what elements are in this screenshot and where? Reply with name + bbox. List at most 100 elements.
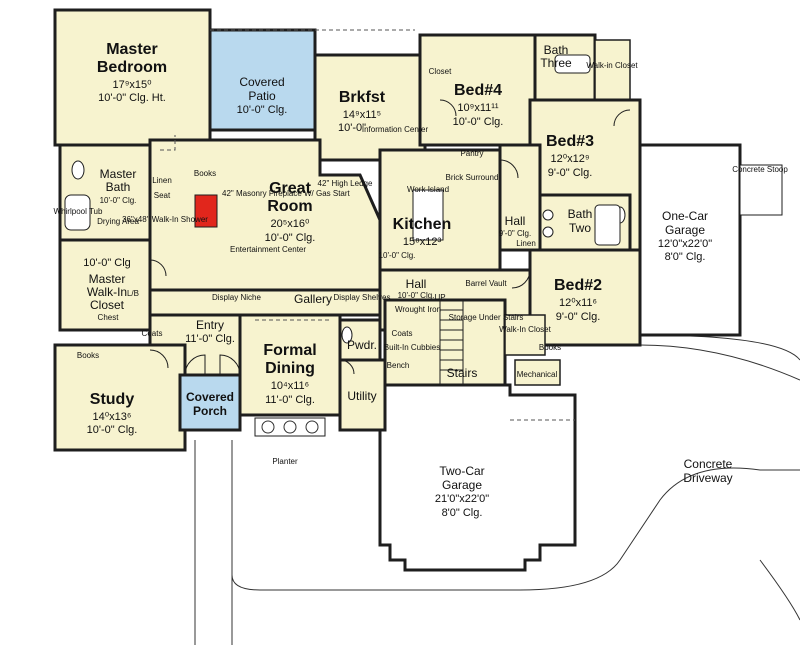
kitchen-dim: 15⁸x12³ — [403, 236, 442, 248]
covered-patio-ceiling: 10'-0" Clg. — [237, 104, 288, 116]
bathtub-icon — [554, 54, 591, 74]
covered-patio-title: Covered — [239, 75, 284, 89]
master-bedroom-ceiling: 10'-0" Clg. Ht. — [98, 92, 166, 104]
house-rooms — [53, 8, 642, 452]
built-in-label: Built-In Cubbies — [384, 343, 440, 352]
work-island — [412, 189, 444, 241]
mechanical-label: Mechanical — [517, 370, 558, 379]
lb-label: L/B — [127, 289, 139, 298]
bed2-title: Bed#2 — [554, 277, 602, 294]
room-labels: Master Bedroom 17⁹x15⁰ 10'-0" Clg. Ht. C… — [83, 41, 712, 519]
master-bath-ceiling: 10'-0" Clg. — [100, 196, 137, 205]
bath-three-title: Bath — [544, 43, 569, 57]
covered-porch-title: Covered — [186, 390, 234, 404]
display-shelves-label: Display Shelves — [334, 293, 391, 302]
formal-dining-ceiling: 11'-0" Clg. — [265, 394, 315, 406]
two-car-garage-ceiling: 8'0" Clg. — [442, 507, 483, 519]
study-dim: 14⁰x13⁶ — [93, 411, 132, 423]
chest-label: Chest — [98, 313, 120, 322]
master-bath-title: Master — [100, 167, 137, 181]
two-car-garage — [378, 383, 577, 572]
bathtub-icon — [594, 204, 621, 246]
two-car-garage-title-2: Garage — [442, 478, 482, 492]
fireplace-icon — [194, 194, 218, 228]
shower-label: 36"x48" Walk-In Shower — [122, 215, 208, 224]
books-study-label: Books — [77, 351, 99, 360]
fireplace-label: 42" Masonry Fireplace W/ Gas Start — [222, 189, 351, 198]
toilet-icon — [341, 326, 353, 344]
information-center-label: Information Center — [362, 125, 429, 134]
two-car-garage-title: Two-Car — [439, 464, 484, 478]
walk-in-closet-bath3-label: Walk-in Closet — [586, 61, 638, 70]
formal-dining-title: Formal — [263, 342, 316, 359]
whirlpool-tub-icon — [64, 194, 91, 231]
hall-right-title: Hall — [505, 214, 526, 228]
closet-label: Closet — [429, 67, 452, 76]
walk-in-closet-bed2-label: Walk-In Closet — [499, 325, 551, 334]
linen-hall-label: Linen — [516, 239, 536, 248]
formal-dining-dim: 10⁴x11⁶ — [271, 380, 309, 392]
utility-title: Utility — [347, 389, 376, 403]
bed4-dim: 10⁹x11¹¹ — [457, 102, 499, 114]
great-room-title-2: Room — [267, 198, 312, 215]
pwdr-title: Pwdr. — [347, 338, 377, 352]
planter-shrubs — [254, 417, 326, 437]
brick-surround-label: Brick Surround — [446, 173, 499, 182]
hall-center-ceiling: 10'-0" Clg. — [398, 291, 435, 300]
brkfst-title: Brkfst — [339, 89, 386, 106]
bath-two-title-2: Two — [569, 221, 591, 235]
bed4-ceiling: 10'-0" Clg. — [453, 116, 504, 128]
master-bedroom-title-2: Bedroom — [97, 59, 167, 76]
bed3-ceiling: 9'-0" Clg. — [548, 167, 593, 179]
planter-label: Planter — [272, 457, 298, 466]
wrought-iron-label: Wrought Iron — [395, 305, 441, 314]
bath-two-title: Bath — [568, 207, 593, 221]
books-top-label: Books — [194, 169, 216, 178]
stairs-title: Stairs — [447, 366, 478, 380]
great-room-dim: 20⁵x16⁰ — [271, 218, 311, 230]
bed3-dim: 12⁰x12⁹ — [550, 153, 589, 165]
seat-label: Seat — [154, 191, 171, 200]
linen-master-label: Linen — [152, 176, 172, 185]
master-closet-title: Master — [89, 272, 126, 286]
sink-icon — [542, 209, 554, 221]
storage-label: Storage Under Stairs — [449, 313, 524, 322]
bed3-title: Bed#3 — [546, 133, 594, 150]
concrete-driveway-label: Concrete — [684, 457, 733, 471]
one-car-garage-dim: 12'0"x22'0" — [658, 238, 712, 250]
sink-icon — [542, 226, 554, 238]
master-closet-title-2: Walk-In — [87, 285, 127, 299]
kitchen-title: Kitchen — [393, 216, 452, 233]
high-ledge-label: 42" High Ledge — [318, 179, 373, 188]
door-swings — [149, 99, 631, 376]
one-car-garage-title: One-Car — [662, 209, 708, 223]
barrel-vault-label: Barrel Vault — [465, 279, 507, 288]
study-title: Study — [90, 391, 135, 408]
two-car-garage-dim: 21'0"x22'0" — [435, 493, 489, 505]
coats-hall-label: Coats — [392, 329, 413, 338]
toilet-icon — [71, 160, 85, 180]
whirlpool-label: Whirlpool Tub — [54, 207, 103, 216]
books-bed2-label: Books — [539, 343, 561, 352]
great-room-ceiling: 10'-0" Clg. — [265, 232, 316, 244]
entertainment-label: Entertainment Center — [230, 245, 306, 254]
covered-porch-title-2: Porch — [193, 404, 227, 418]
one-car-garage — [628, 143, 783, 337]
display-niche-label: Display Niche — [212, 293, 261, 302]
stair-treads — [439, 300, 464, 385]
one-car-garage-ceiling: 8'0" Clg. — [665, 251, 706, 263]
master-closet-title-3: Closet — [90, 298, 125, 312]
bed4-title: Bed#4 — [454, 82, 502, 99]
bed2-ceiling: 9'-0" Clg. — [556, 311, 601, 323]
master-bedroom-dim: 17⁹x15⁰ — [112, 79, 152, 91]
entry-title: Entry — [196, 318, 224, 332]
drying-area-label: Drying Area — [97, 217, 139, 226]
master-bedroom-title: Master — [106, 41, 158, 58]
brkfst-dim: 14⁹x11⁵ — [343, 109, 381, 121]
work-island-label: Work Island — [407, 185, 449, 194]
bed2-dim: 12⁰x11⁶ — [559, 297, 597, 309]
concrete-driveway-label-2: Driveway — [683, 471, 732, 485]
master-bath-title-2: Bath — [106, 180, 131, 194]
great-room-title: Great — [269, 180, 311, 197]
